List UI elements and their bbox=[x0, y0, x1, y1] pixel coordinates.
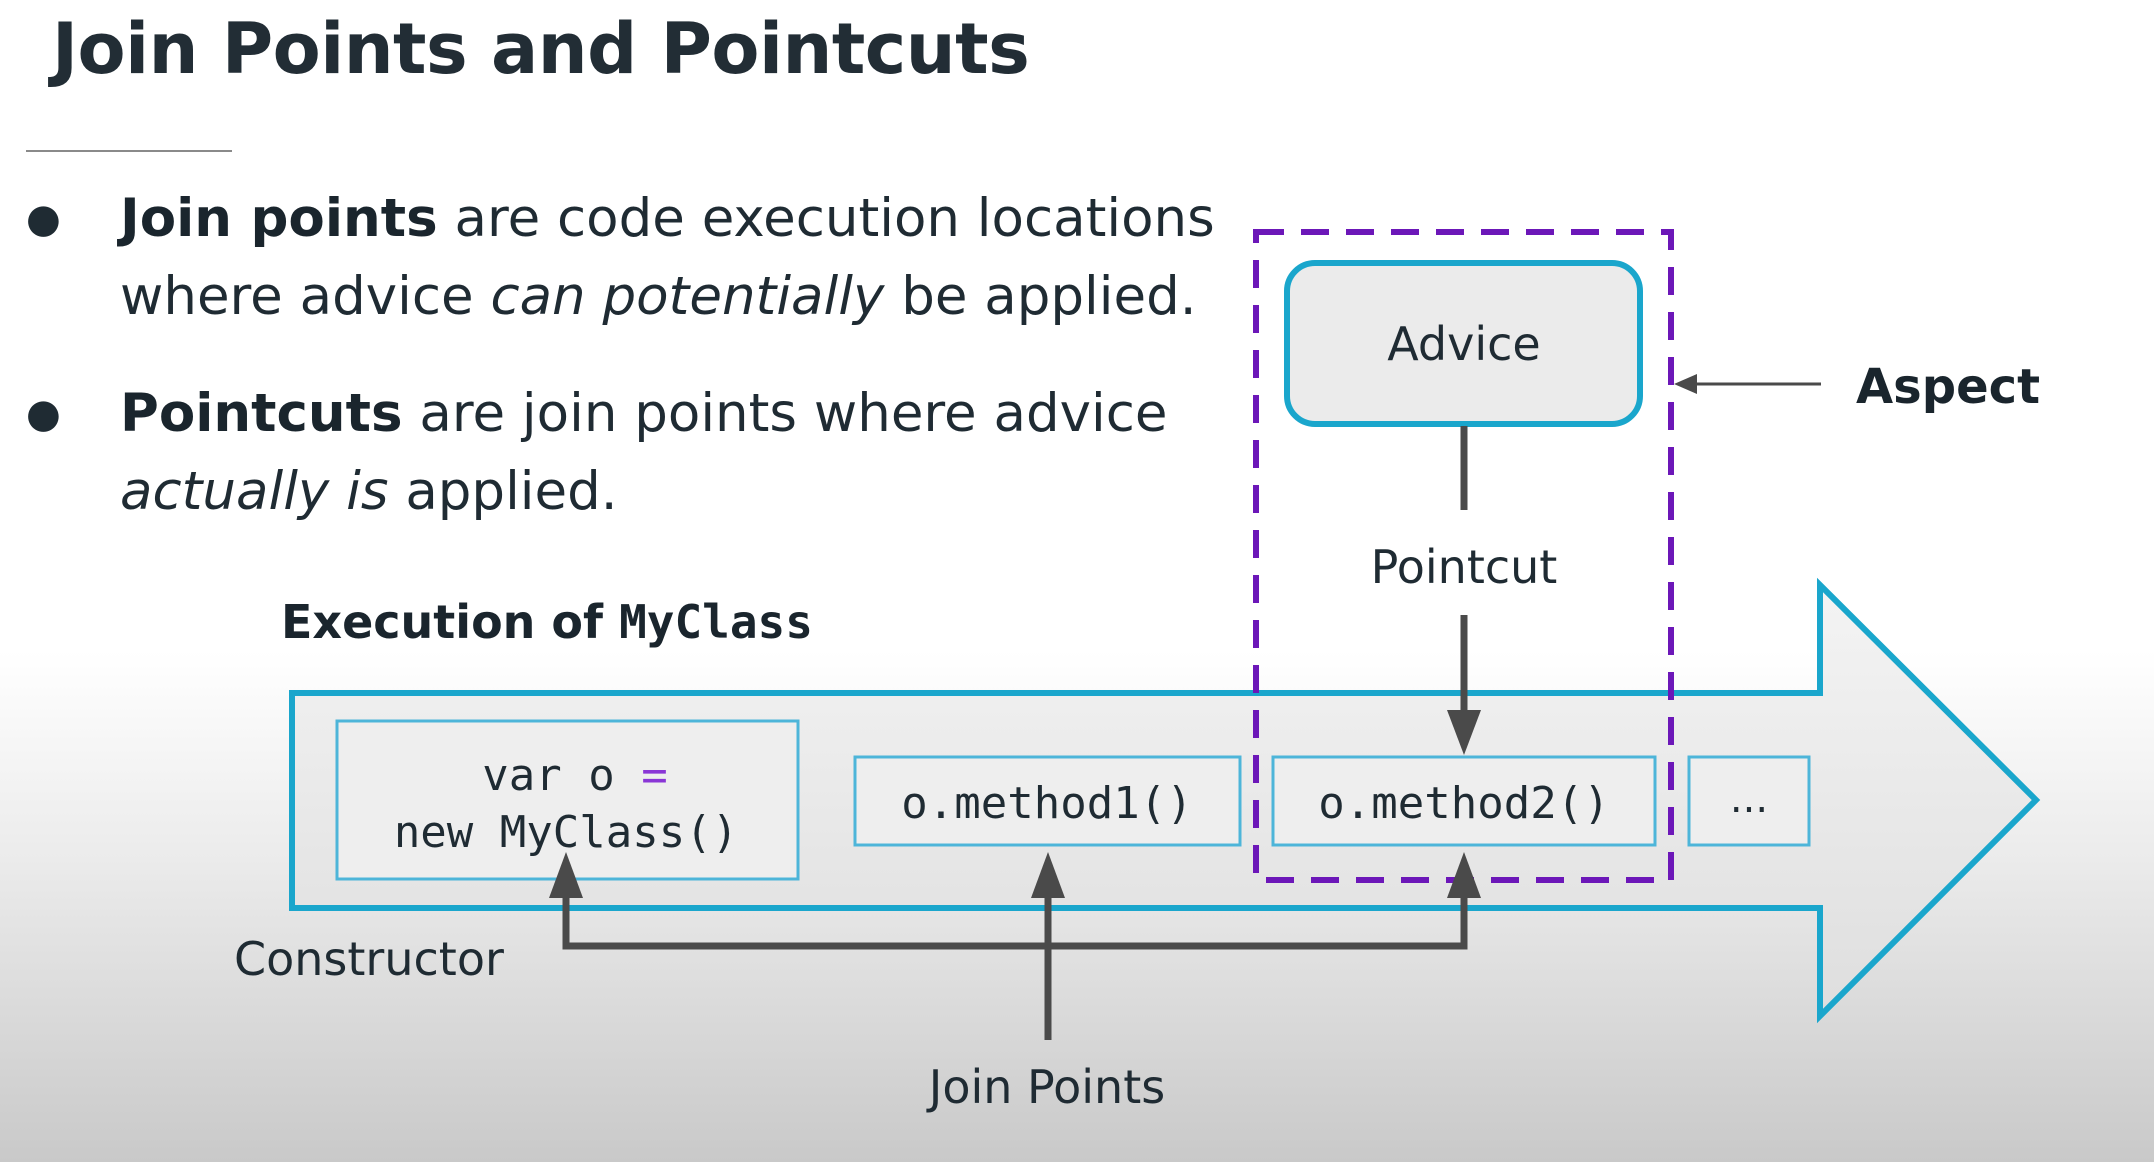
term-join-points: Join points bbox=[120, 188, 438, 249]
title-underline bbox=[26, 150, 232, 152]
bullet-join-points-text: Join points are code execution locations… bbox=[120, 180, 1260, 336]
bullet2-line1-rest: are join points where advice bbox=[402, 383, 1168, 444]
slide-title: Join Points and Pointcuts bbox=[52, 8, 1030, 90]
bullet-pointcuts-text: Pointcuts are join points where advice a… bbox=[120, 375, 1260, 531]
bullet2-line2-post: applied. bbox=[388, 461, 618, 522]
method2-label: o.method2() bbox=[1318, 778, 1609, 829]
method1-label: o.method1() bbox=[901, 778, 1192, 829]
bullet-dot-icon: ● bbox=[26, 196, 61, 242]
aspect-label: Aspect bbox=[1856, 359, 2040, 415]
pointcut-label: Pointcut bbox=[1371, 540, 1558, 594]
join-arrowhead-method1-icon bbox=[1031, 852, 1065, 898]
bullet2-emphasis: actually is bbox=[120, 461, 389, 522]
constructor-code-box bbox=[335, 719, 800, 881]
bullet1-emphasis: can potentially bbox=[490, 266, 885, 327]
constructor-label: Constructor bbox=[234, 932, 504, 986]
more-box bbox=[1687, 755, 1811, 847]
more-label: ... bbox=[1730, 776, 1768, 822]
advice-box bbox=[1284, 260, 1643, 427]
aspect-pointer-arrowhead-icon bbox=[1674, 374, 1697, 394]
bullet1-line2-pre: where advice bbox=[120, 266, 491, 327]
term-pointcuts: Pointcuts bbox=[120, 383, 403, 444]
bullet-dot-icon: ● bbox=[26, 391, 61, 437]
method2-box bbox=[1271, 755, 1657, 847]
pointcut-arrowhead-icon bbox=[1447, 710, 1481, 755]
join-arrowhead-constructor-icon bbox=[549, 852, 583, 898]
join-points-connector bbox=[562, 898, 1468, 950]
constructor-code-line1: var o = bbox=[482, 750, 667, 801]
bullet1-line1-rest: are code execution locations bbox=[437, 188, 1215, 249]
bullet1-line2-post: be applied. bbox=[884, 266, 1197, 327]
method1-box bbox=[853, 755, 1242, 847]
execution-label: Execution of MyClass bbox=[281, 595, 813, 649]
join-arrowhead-method2-icon bbox=[1447, 852, 1481, 898]
join-points-label: Join Points bbox=[926, 1060, 1165, 1114]
advice-label: Advice bbox=[1387, 317, 1540, 371]
constructor-code-line2: new MyClass() bbox=[394, 807, 738, 858]
